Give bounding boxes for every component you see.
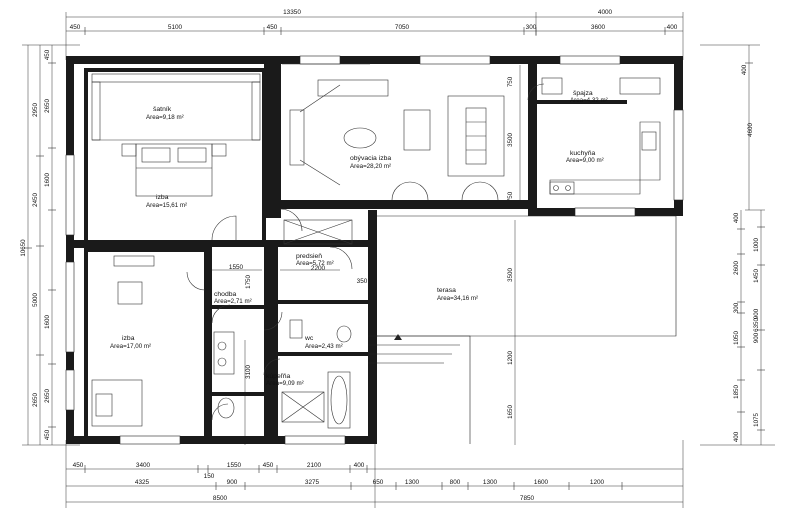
dim-interior: 750 [507,76,514,87]
room-area-spajza: Area=4,32 m² [570,97,608,104]
dim-left-overall: 10650 [20,239,27,257]
room-area-satnik: Area=9,18 m² [146,114,184,121]
dim-left-outer: 5000 [32,293,39,307]
dim-bottom-1: 150 [204,473,215,480]
dim-left-inner: 2650 [44,389,51,403]
dim-interior: 1200 [507,351,514,365]
dim-top-seg: 7050 [395,24,410,31]
dim-bottom-2: 1300 [483,479,498,486]
dim-interior: 350 [357,278,368,285]
dim-bottom-2: 1600 [534,479,549,486]
dim-right-seg: 1450 [753,269,760,283]
room-name-predsien: predsieň [296,253,322,260]
dim-interior: 1550 [229,264,244,271]
dim-bottom-1: 400 [354,462,365,469]
room-area-izba-2: Area=17,00 m² [110,343,151,350]
room-name-terasa: terasa [437,287,456,294]
dim-top-seg: 300 [526,24,537,31]
dim-right-seg: 300 [733,302,740,313]
dim-top-seg: 400 [667,24,678,31]
dim-bottom-3: 7850 [520,495,535,502]
dim-bottom-2: 900 [227,479,238,486]
room-area-kupelna: Area=9,09 m² [266,380,304,387]
dim-left-inner: 450 [44,49,51,60]
windows [65,55,684,445]
dim-bottom-1: 1550 [227,462,242,469]
dim-top-seg: 450 [267,24,278,31]
dim-bottom-2: 3275 [305,479,320,486]
dim-interior: 3100 [245,365,252,379]
room-name-izba-2: izba [122,335,135,342]
room-name-obyvacia-izba: obývacia izba [350,155,391,162]
dim-top-right: 4000 [598,9,613,16]
dim-left-inner: 1600 [44,315,51,329]
dim-bottom-2: 1300 [405,479,420,486]
dim-left-outer: 2650 [32,393,39,407]
dim-right-seg: 400 [733,431,740,442]
room-labels: šatník Area=9,18 m² izba Area=15,61 m² o… [110,90,608,387]
dimension-labels: 13350 4000 450 5100 450 7050 300 3600 40… [20,9,760,502]
dim-top-overall: 13350 [283,9,301,16]
dim-right-seg: 1050 [733,331,740,345]
room-name-wc: wc [304,335,314,342]
room-area-obyvacia-izba: Area=28,20 m² [350,163,391,170]
dim-bottom-2: 1200 [590,479,605,486]
dim-interior: 750 [507,191,514,202]
room-name-izba-1: izba [156,194,169,201]
dim-interior: 1750 [245,275,252,289]
dim-interior: 2200 [311,265,326,272]
dim-interior: 3500 [507,133,514,147]
dimension-lines [22,12,775,508]
room-name-kupelna: kúpeľňa [266,373,291,380]
dim-right-seg: 900 [753,308,760,319]
dim-right-seg: 400 [741,64,748,75]
room-area-predsien: Area=5,72 m² [296,260,334,267]
room-name-kuchyna: kuchyňa [570,150,596,157]
dim-right-seg: 1075 [753,413,760,427]
furniture [91,63,661,429]
dim-bottom-2: 650 [373,479,384,486]
dim-right-seg: 900 [753,332,760,343]
room-area-izba-1: Area=15,61 m² [146,202,187,209]
dim-bottom-1: 450 [263,462,274,469]
dim-top-seg: 3600 [591,24,606,31]
dim-right-seg: 1000 [753,238,760,252]
room-name-satnik: šatník [153,106,172,113]
dim-bottom-2: 4325 [135,479,150,486]
room-area-wc: Area=2,43 m² [305,343,343,350]
dim-left-inner: 2650 [44,99,51,113]
room-area-terasa: Area=34,16 m² [437,295,478,302]
room-area-kuchyna: Area=9,00 m² [566,157,604,164]
room-name-chodba: chodba [214,291,237,298]
dim-right-seg: 400 [733,212,740,223]
room-name-spajza: špajza [573,90,593,97]
dim-bottom-2: 800 [450,479,461,486]
dim-bottom-3: 8500 [213,495,228,502]
dim-bottom-1: 2100 [307,462,322,469]
doors [186,83,545,421]
dim-top-seg: 5100 [168,24,183,31]
dim-bottom-1: 450 [73,462,84,469]
dim-right-seg: 2600 [733,261,740,275]
room-area-chodba: Area=2,71 m² [214,298,252,305]
dim-top-seg: 450 [70,24,81,31]
dim-right-seg: 1850 [733,385,740,399]
dim-left-outer: 2950 [32,103,39,117]
dim-right-outer: 6350 [753,318,760,332]
dim-interior: 1650 [507,405,514,419]
dim-right-top: 4600 [747,123,754,137]
terrace [368,215,677,444]
dim-bottom-1: 3400 [136,462,151,469]
dim-left-inner: 1600 [44,173,51,187]
dim-left-outer: 2450 [32,193,39,207]
dim-left-inner: 450 [44,429,51,440]
dim-interior: 3500 [507,268,514,282]
